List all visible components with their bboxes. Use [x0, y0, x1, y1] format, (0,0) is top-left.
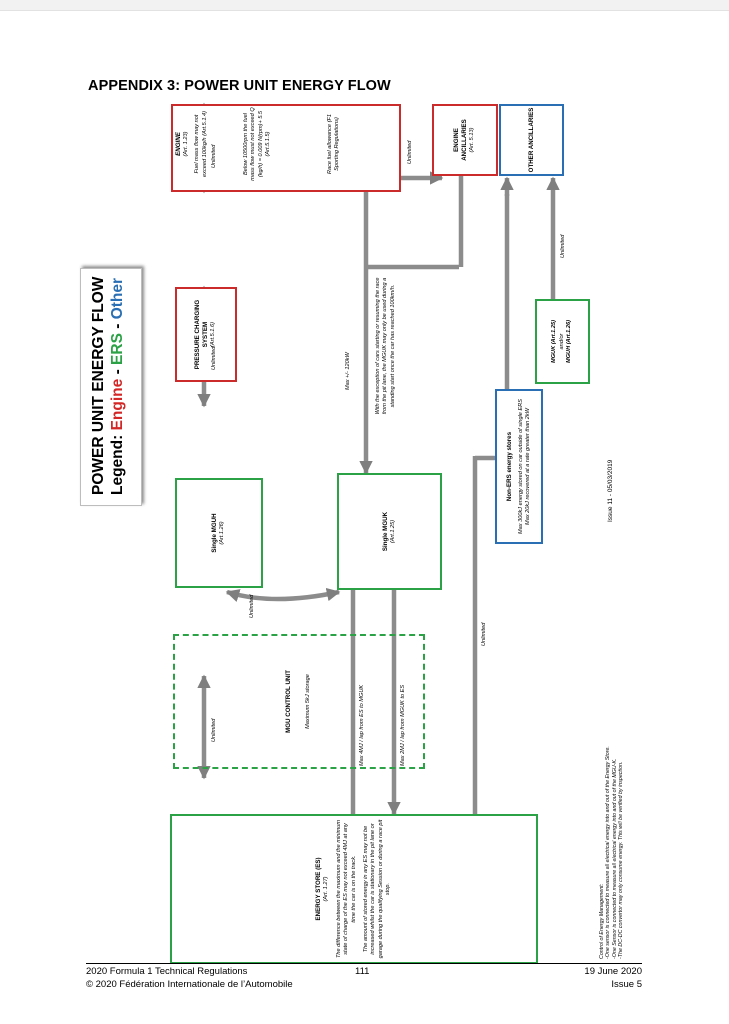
viewer-top-bar	[0, 0, 729, 11]
engine-article: (Art. 1.23)	[183, 131, 189, 157]
energy-flow-diagram: ENERGY STORE (ES) (Art. 1.27) The differ…	[75, 102, 635, 964]
legend-separator: -	[109, 319, 126, 334]
legend-engine: Engine	[109, 378, 126, 431]
other-ancillaries-title: OTHER ANCILLARIES	[527, 107, 535, 173]
mguk-mguh-line3: MGUH (Art.1.26)	[566, 320, 573, 363]
footer-rule	[86, 963, 642, 964]
mguk-mguh-line1: MGUK (Art.1.25)	[551, 320, 558, 363]
non-ers-box: Non-ERS energy stores Max 300kJ energy s…	[495, 389, 543, 544]
legend-box: POWER UNIT ENERGY FLOW Legend: Engine - …	[80, 268, 142, 506]
label-es-to-mguk: Max 4MJ / lap from ES to MGUK	[359, 684, 365, 766]
engine-ancillaries-box: ENGINE ANCILLARIES (Art. 5.13)	[432, 104, 498, 176]
control-notes: Control of Energy Management: -One senso…	[599, 746, 625, 959]
label-mguk-power: Max +/- 120kW	[345, 352, 351, 390]
pressure-charging-box: PRESSURE CHARGING SYSTEM (Art.5.1.6)	[175, 287, 237, 382]
page-title: APPENDIX 3: POWER UNIT ENERGY FLOW	[88, 78, 391, 94]
engine-fuel-flow: Fuel mass flow may not exceed 100kg/h (A…	[194, 111, 208, 177]
energy-store-note-charge: The difference between the maximum and t…	[335, 819, 357, 959]
pressure-charging-article: (Art.5.1.6)	[210, 322, 217, 347]
label-unlimited-engine-anc: Unlimited	[407, 140, 413, 164]
mguk-mguh-box: MGUK (Art.1.25) and/or MGUH (Art.1.26)	[535, 299, 590, 384]
energy-store-article: (Art. 1.27)	[323, 876, 330, 902]
footer-left: 2020 Formula 1 Technical Regulations © 2…	[86, 965, 293, 991]
footer-date: 19 June 2020	[584, 966, 642, 977]
mgu-control-unit-title: MGU CONTROL UNIT	[285, 670, 293, 733]
footer-copyright: © 2020 Fédération Internationale de l’Au…	[86, 979, 293, 990]
control-notes-line3: -The DC-DC convertor may only consume en…	[618, 761, 625, 959]
non-ers-line1: Max 300kJ energy stored on car outside o…	[517, 399, 524, 534]
engine-ancillaries-article: (Art. 5.13)	[469, 127, 476, 153]
mguh-article: (Art.1.26)	[219, 521, 226, 545]
energy-store-box: ENERGY STORE (ES) (Art. 1.27) The differ…	[170, 814, 538, 964]
non-ers-line2: Max 20kJ recovered at a rate greater tha…	[525, 408, 531, 525]
engine-ancillaries-title: ENGINE ANCILLARIES	[453, 119, 469, 161]
label-unlimited-es-other: Unlimited	[481, 622, 487, 646]
engine-fuel-allowance: Race fuel allowance (F1 Sporting Regulat…	[327, 114, 341, 175]
mguh-box: Single MGUH (Art.1.26)	[175, 478, 263, 588]
mguk-title: Single MGUK	[381, 511, 389, 552]
legend-other: Other	[109, 277, 126, 320]
mguh-title: Single MGUH	[211, 513, 219, 553]
pressure-charging-title: PRESSURE CHARGING SYSTEM	[194, 299, 210, 370]
label-mguk-to-es: Max 2MJ / lap from MGUK to ES	[400, 684, 406, 766]
mgu-control-unit-box: MGU CONTROL UNIT Maximum 5kJ storage	[173, 634, 425, 769]
legend-prefix: Legend:	[109, 434, 126, 495]
energy-store-title: ENERGY STORE (ES)	[315, 857, 323, 921]
control-notes-line1: -One sensor is connected to measure all …	[605, 746, 612, 959]
footer-right: 19 June 2020 Issue 5	[580, 965, 642, 991]
non-ers-title: Non-ERS energy stores	[505, 431, 513, 502]
mguk-mguh-line2: and/or	[558, 333, 565, 350]
footer-page-number: 111	[355, 966, 370, 977]
mgu-control-unit-storage: Maximum 5kJ storage	[305, 674, 312, 729]
mguk-article: (Art.1.25)	[389, 519, 396, 544]
engine-rpm-note: Below 10500rpm the fuel mass flow must n…	[243, 107, 272, 181]
energy-store-note-stationary: The amount of stored energy in any ES ma…	[363, 819, 392, 959]
label-mguk-pit-rule: With the exception of cars starting or r…	[375, 277, 396, 415]
legend-separator: -	[109, 364, 126, 379]
label-unlimited-es-mgucu: Unlimited	[211, 718, 217, 742]
label-unlimited-pressure-engine: Unlimited	[211, 144, 217, 168]
engine-title-block: ENGINE (Art. 1.23) Fuel mass flow may no…	[175, 106, 209, 182]
legend-ers: ERS	[109, 333, 126, 365]
footer-issue: Issue 5	[611, 979, 642, 990]
mguk-box: Single MGUK (Art.1.25)	[337, 473, 442, 590]
label-unlimited-mguh-mguk: Unlimited	[249, 594, 255, 618]
issue-note: Issue 11 - 05/03/2019	[607, 459, 614, 522]
legend-line: Legend: Engine - ERS - Other	[108, 277, 127, 495]
footer-regulations: 2020 Formula 1 Technical Regulations	[86, 966, 248, 977]
arrow-mguh-mguk	[225, 587, 341, 602]
other-ancillaries-box: OTHER ANCILLARIES	[499, 104, 564, 176]
label-unlimited-other-anc: Unlimited	[560, 234, 566, 258]
label-unlimited-mguh-pressure: Unlimited	[211, 346, 217, 370]
legend-title: POWER UNIT ENERGY FLOW	[90, 276, 107, 495]
engine-title: ENGINE	[175, 132, 182, 156]
